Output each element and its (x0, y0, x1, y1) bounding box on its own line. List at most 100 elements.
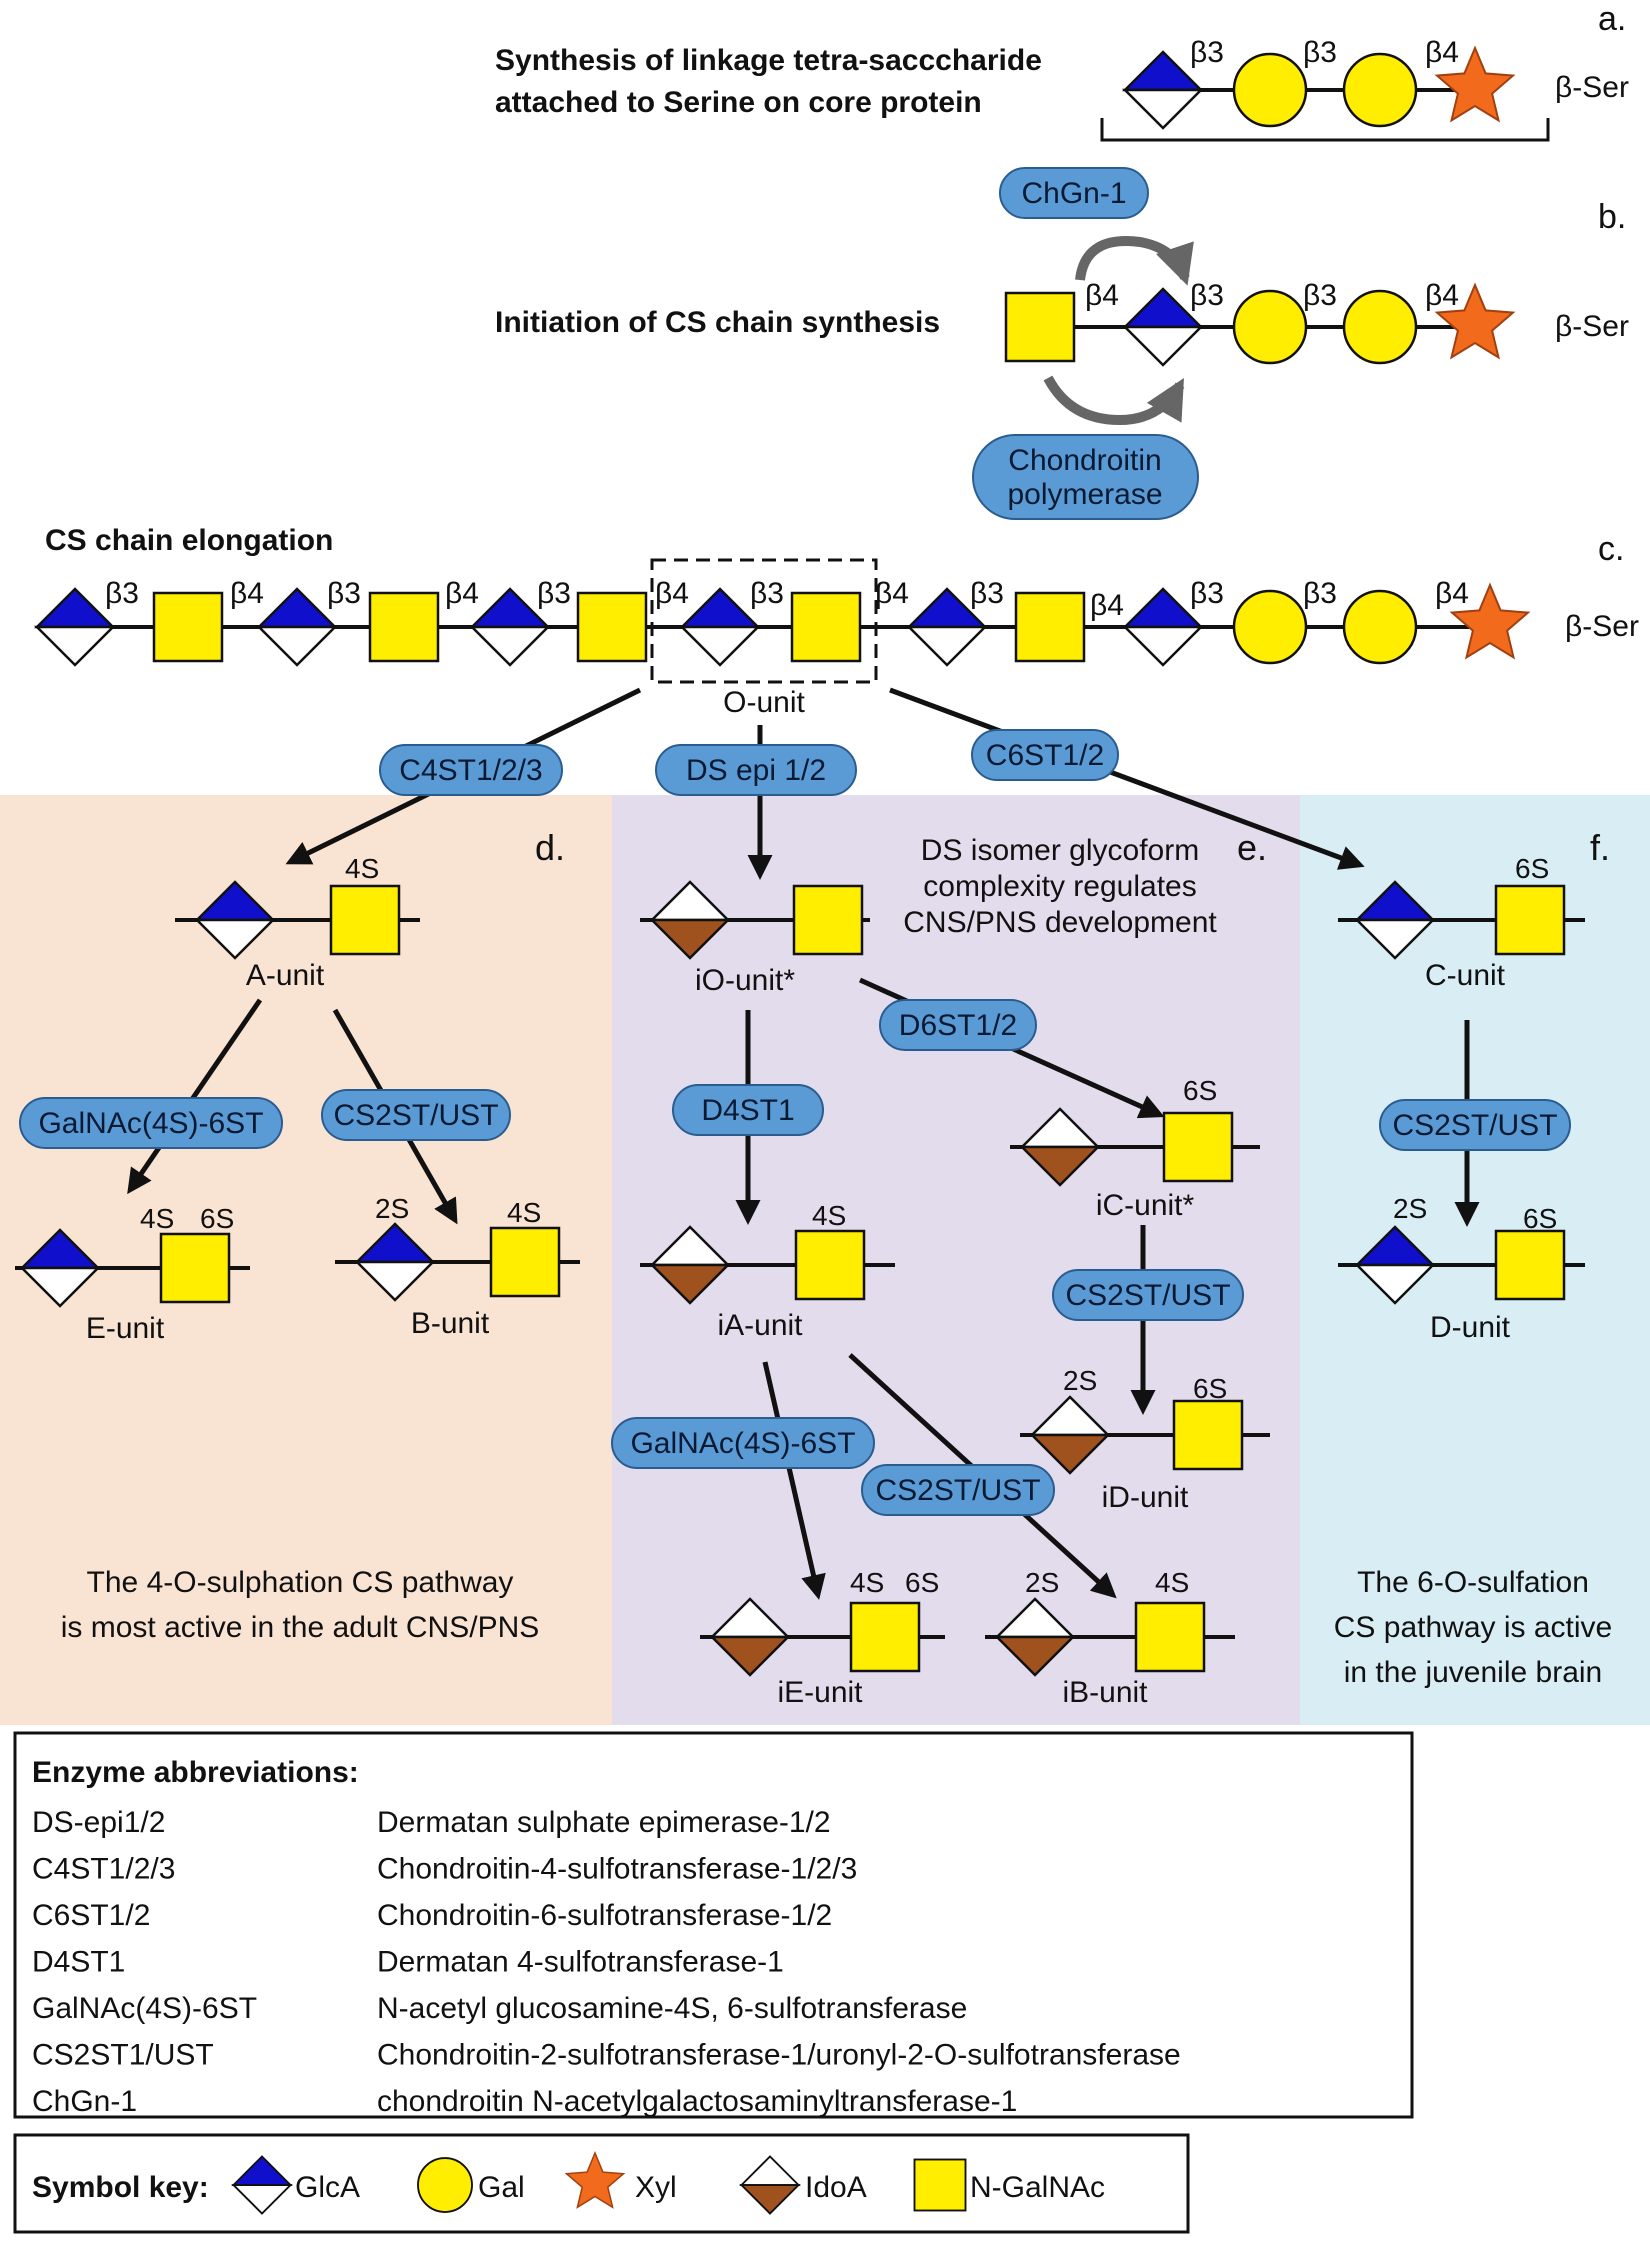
xyl-icon (1434, 282, 1516, 360)
branch-arrows: C4ST1/2/3 DS epi 1/2 C6ST1/2 (285, 687, 1365, 880)
linkage-label: β4 (230, 577, 264, 610)
panel-d: d. 4S A-unit GalNAc(4S)-6ST CS2ST/UST 4S… (15, 827, 580, 1644)
sulfate-label: 4S (812, 1200, 846, 1231)
galnac-icon (1162, 1111, 1234, 1183)
abbreviation-code: ChGn-1 (32, 2085, 137, 2118)
enzyme-cs2st-f-label: CS2ST/UST (1392, 1109, 1557, 1142)
glca-icon (255, 587, 339, 667)
abbreviation-code: GalNAc(4S)-6ST (32, 1992, 257, 2025)
glca-icon (1353, 880, 1437, 960)
arrow-a-to-e (127, 998, 263, 1195)
o-unit-selection-box (650, 558, 878, 684)
step-b-label: b. (1598, 198, 1626, 236)
galnac-icon (1134, 1601, 1206, 1673)
enzyme-galnac-d-label: GalNAc(4S)-6ST (38, 1107, 263, 1140)
xyl-icon (1449, 582, 1531, 660)
enzyme-pill-cs2st-d (321, 1089, 511, 1141)
abbreviation-full-name: Chondroitin-6-sulfotransferase-1/2 (377, 1899, 832, 1932)
enzyme-d4st-label: D4ST1 (701, 1094, 794, 1127)
abbreviation-code: C4ST1/2/3 (32, 1853, 175, 1886)
galnac-icon (368, 591, 440, 663)
sulfate-label: 2S (1063, 1365, 1097, 1396)
arrow-to-c-unit (889, 687, 1365, 870)
abbreviations-heading: Enzyme abbreviations: (32, 1756, 359, 1789)
linkage-label: β3 (750, 577, 784, 610)
panel-d-note-line1: The 4-O-sulphation CS pathway (87, 1566, 514, 1599)
linkage-label: β3 (1190, 279, 1224, 312)
sulfate-label: 6S (1193, 1373, 1227, 1404)
sulfate-label: 6S (1515, 853, 1549, 884)
io-unit-label: iO-unit* (695, 964, 795, 997)
sulfate-label: 2S (375, 1193, 409, 1224)
glca-icon (193, 880, 277, 960)
abbreviation-full-name: chondroitin N-acetylgalactosaminyltransf… (377, 2085, 1017, 2118)
panel-d-note-line2: is most active in the adult CNS/PNS (61, 1611, 540, 1644)
linkage-label: β3 (105, 577, 139, 610)
step-c-label: c. (1598, 530, 1624, 568)
panel-e-note-line2: complexity regulates (923, 870, 1196, 903)
serine-label: β-Ser (1565, 610, 1639, 643)
gal-icon (1232, 289, 1308, 365)
arrow-ia-to-ie (762, 1361, 826, 1600)
idoa-icon (1028, 1395, 1112, 1475)
galnac-icon (329, 884, 401, 956)
sulfate-label: 4S (345, 853, 379, 884)
abbreviation-full-name: Dermatan 4-sulfotransferase-1 (377, 1946, 784, 1979)
enzyme-galnac-e-label: GalNAc(4S)-6ST (630, 1427, 855, 1460)
enzyme-cs2st-e-right-label: CS2ST/UST (1065, 1279, 1230, 1312)
symbol-key-label: IdoA (805, 2171, 867, 2204)
o-unit-label: O-unit (723, 686, 805, 719)
symbol-key-heading: Symbol key: (32, 2171, 209, 2204)
symbol-key-label: Gal (478, 2171, 525, 2204)
glca-icon (1121, 287, 1205, 367)
enzyme-cs2st-e-low-label: CS2ST/UST (875, 1474, 1040, 1507)
xyl-icon (1434, 45, 1516, 123)
xyl-icon (564, 2151, 626, 2209)
sulfate-label: 6S (1183, 1075, 1217, 1106)
panel-f-label: f. (1590, 827, 1610, 868)
enzyme-dsepi-label: DS epi 1/2 (686, 754, 826, 787)
linkage-label: β3 (1303, 279, 1337, 312)
panel-d-label: d. (535, 827, 565, 868)
linkage-label: β4 (655, 577, 689, 610)
idoa-icon (648, 880, 732, 960)
abbreviation-full-name: N-acetyl glucosamine-4S, 6-sulfotransfer… (377, 1992, 967, 2025)
curved-arrow-top (1075, 236, 1194, 286)
abbreviation-full-name: Chondroitin-2-sulfotransferase-1/uronyl-… (377, 2039, 1181, 2072)
glca-icon (18, 1228, 102, 1308)
step-c-title: CS chain elongation (45, 524, 333, 557)
enzyme-pill-cs2st-e-low (861, 1464, 1055, 1516)
step-a-title-line2: attached to Serine on core protein (495, 86, 982, 119)
gal-icon (1342, 52, 1418, 128)
enzyme-c6st-label: C6ST1/2 (986, 739, 1104, 772)
ib-unit-label: iB-unit (1062, 1676, 1148, 1709)
galnac-icon (794, 1229, 866, 1301)
glca-icon (231, 2155, 293, 2215)
galnac-icon (159, 1232, 231, 1304)
linkage-label: β3 (1303, 36, 1337, 69)
idoa-icon (993, 1597, 1077, 1677)
gal-icon (1342, 289, 1418, 365)
galnac-icon (1172, 1399, 1244, 1471)
enzyme-polymerase-label-line1: Chondroitin (1008, 444, 1161, 477)
sulfate-label: 4S (140, 1203, 174, 1234)
abbreviations-frame (13, 1731, 1414, 2119)
sulfate-label: 4S (507, 1197, 541, 1228)
step-b: b. Initiation of CS chain synthesis ChGn… (495, 167, 1629, 520)
sulfate-label: 4S (850, 1567, 884, 1598)
sulfate-label: 6S (905, 1567, 939, 1598)
enzyme-pill-d4st (672, 1084, 824, 1136)
panel-e-label: e. (1237, 827, 1267, 868)
curved-arrow-bottom (1043, 375, 1185, 426)
sulfate-label: 6S (200, 1203, 234, 1234)
panel-f-note-line1: The 6-O-sulfation (1357, 1566, 1589, 1599)
enzyme-pill-c4st (379, 744, 563, 796)
panel-f-background (1300, 795, 1650, 1725)
linkage-bracket (1100, 118, 1550, 142)
glca-icon (678, 587, 762, 667)
linkage-label: β3 (1190, 577, 1224, 610)
galnac-icon (1494, 1229, 1566, 1301)
linkage-label: β3 (970, 577, 1004, 610)
galnac-icon (1494, 884, 1566, 956)
